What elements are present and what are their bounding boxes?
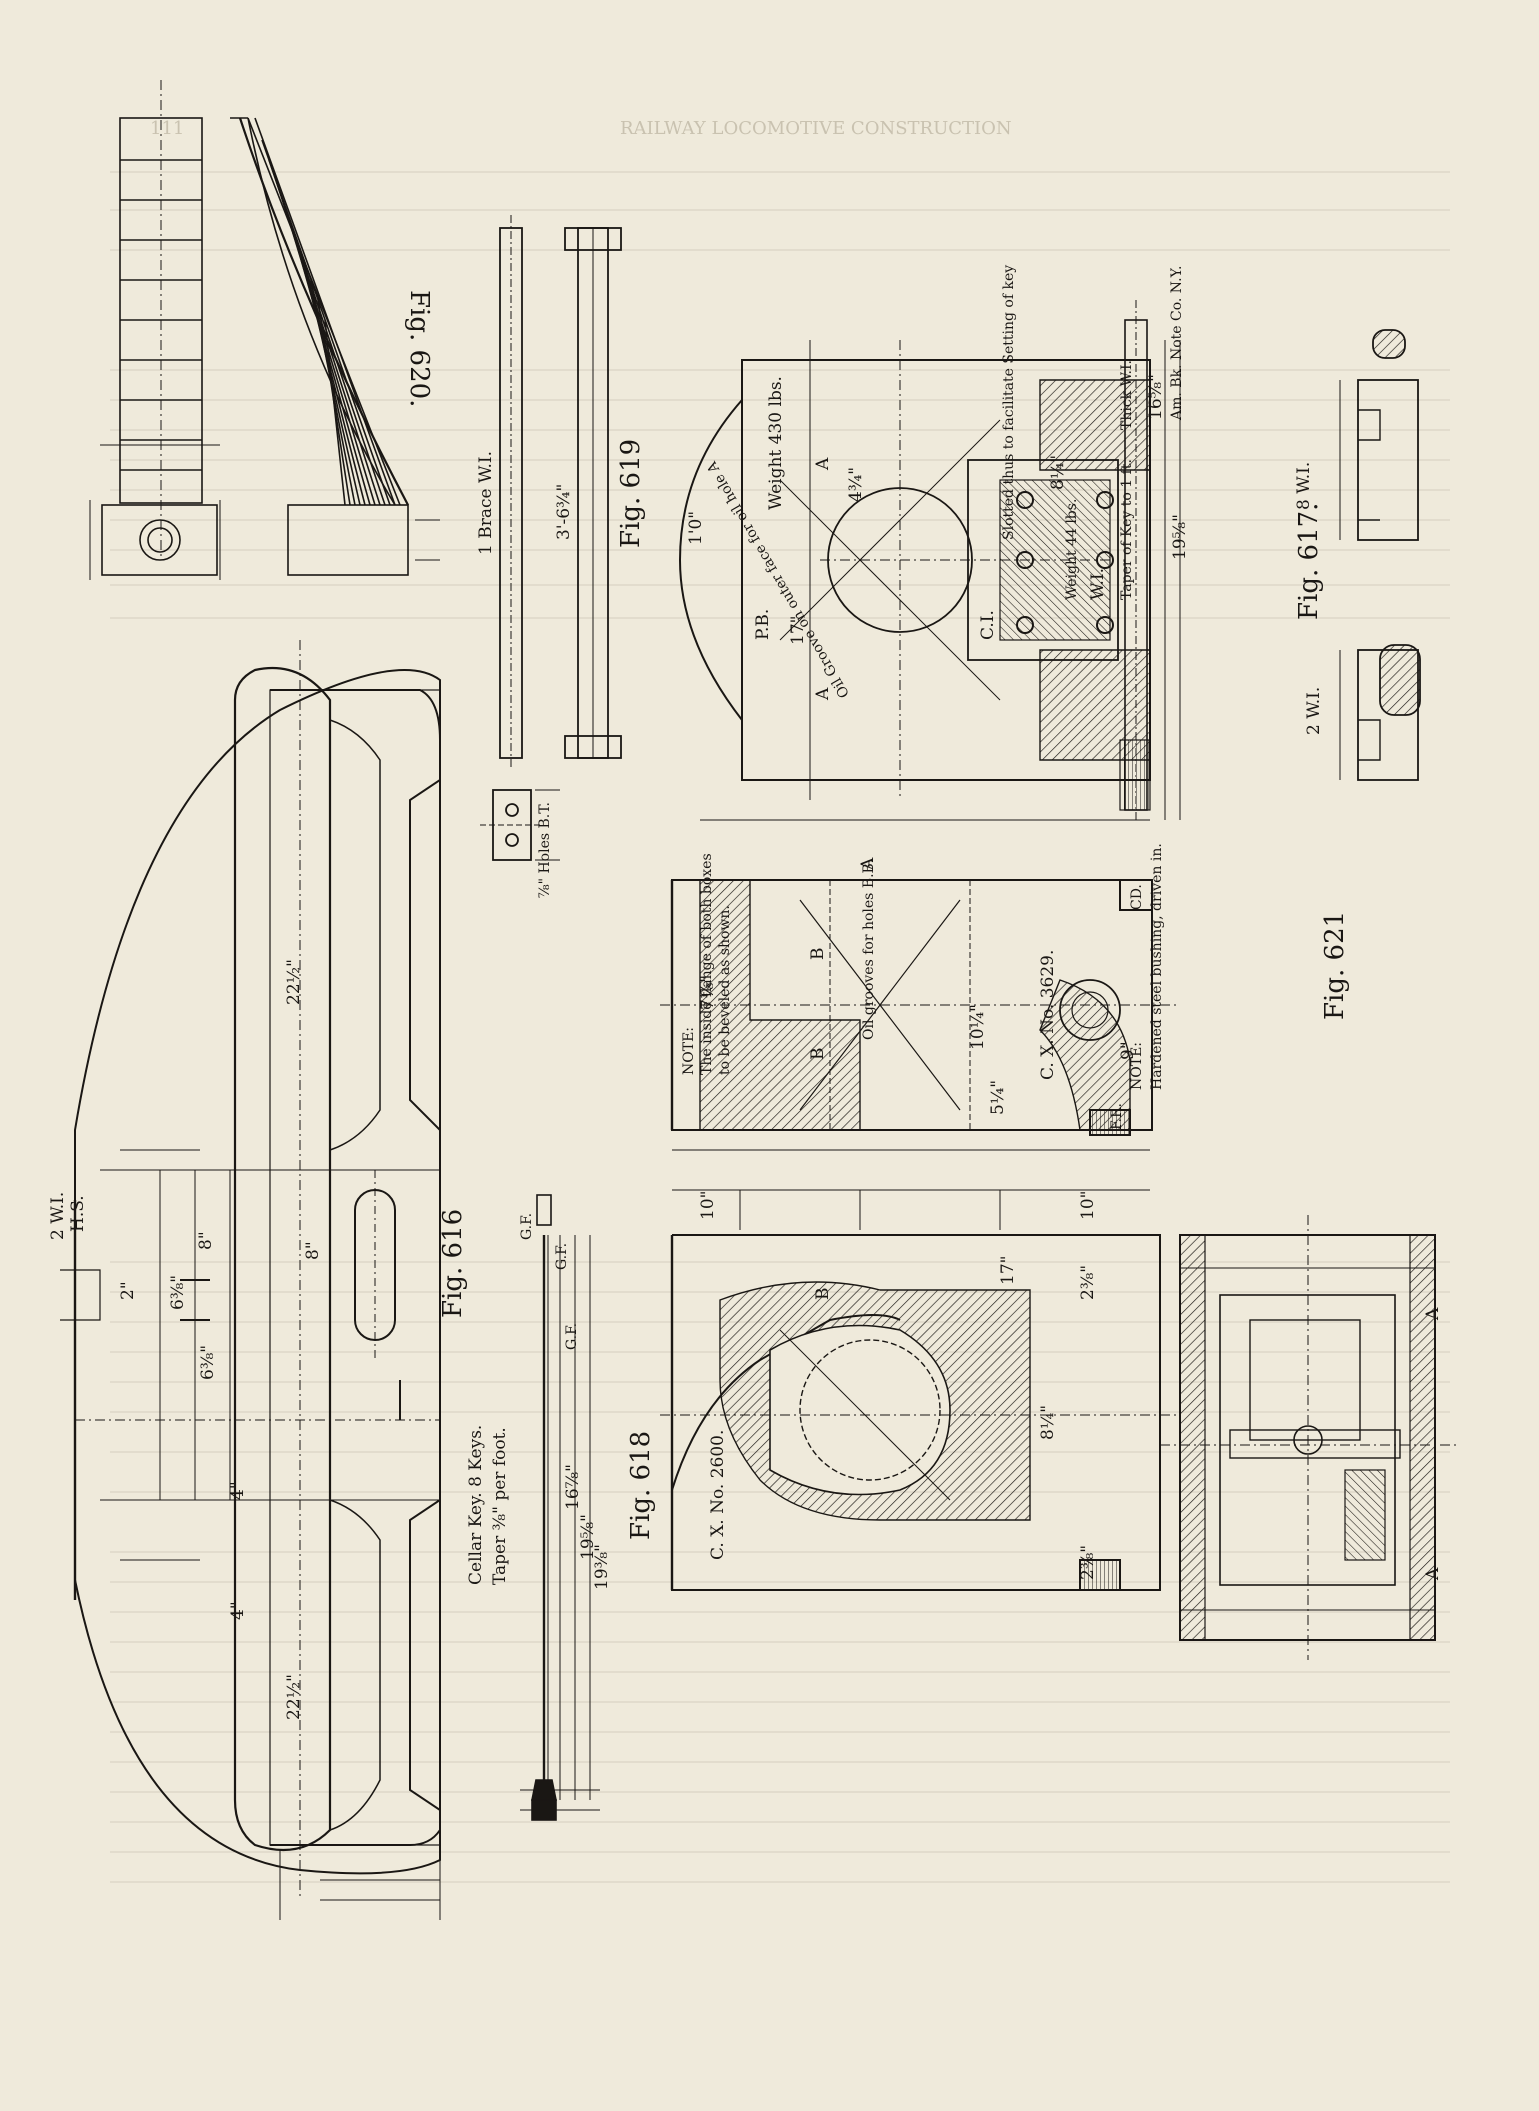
fig619-wi: W.I. bbox=[1088, 567, 1108, 600]
fig619-dim-5: 8¼" bbox=[1048, 454, 1068, 490]
brace-wi bbox=[480, 215, 622, 861]
fig616-dim-3: 8" bbox=[196, 1231, 216, 1250]
fig621-dim-4: 9" bbox=[1118, 1041, 1138, 1060]
fig618-gf-3: G.F. bbox=[564, 1322, 580, 1350]
fig621-section-a-plan-2: A bbox=[1423, 1567, 1443, 1580]
fig621-section-b-2: B bbox=[808, 1047, 828, 1061]
fig619-weight: Weight 430 lbs. bbox=[766, 376, 786, 510]
fig621-note1-title: NOTE: bbox=[681, 1026, 697, 1075]
fig619-dim-6: 4¾" bbox=[846, 466, 866, 502]
fig621-plan bbox=[1160, 1215, 1460, 1660]
fig618-dim-1: 16⅞" bbox=[563, 1464, 583, 1510]
fig618-gf-1: G.F. bbox=[519, 1212, 535, 1240]
fig617-label: Fig. 617. bbox=[1294, 502, 1324, 620]
fig621-section-b-1: B bbox=[808, 947, 828, 961]
fig616-dim-2: 22½" bbox=[284, 1674, 304, 1720]
fig618-caption-1: Cellar Key. 8 Keys. bbox=[466, 1424, 486, 1585]
fig619-taper: Taper of Key to 1 ft. bbox=[1119, 459, 1135, 600]
brace-label: 1 Brace W.I. bbox=[476, 451, 496, 555]
fig616-dim-9: 2" bbox=[118, 1281, 138, 1300]
show-through-header: RAILWAY LOCOMOTIVE CONSTRUCTION bbox=[620, 118, 1012, 139]
fig616-dim-1: 22½" bbox=[284, 959, 304, 1005]
fig621-oil-grooves: Oil grooves for holes B.B. bbox=[861, 858, 877, 1040]
fig619-maker: Am. Bk. Note Co. N.Y. bbox=[1169, 265, 1185, 421]
fig619-box bbox=[678, 300, 1181, 821]
holes-label: ⅞" Holes B.T. bbox=[537, 802, 553, 898]
fig621-section-a-plan-1: A bbox=[1423, 1307, 1443, 1320]
fig619-pb: P.B. bbox=[753, 608, 773, 640]
fig618-caption-2: Taper ⅜" per foot. bbox=[490, 1427, 510, 1585]
fig621-cd: CD. bbox=[1129, 884, 1145, 910]
fig618-gf-2: G.F. bbox=[554, 1242, 570, 1270]
fig618-cellar-key bbox=[520, 1194, 600, 1821]
fig621-dim-9: 7⅛" bbox=[698, 974, 718, 1010]
fig621-dim-7: 8¼" bbox=[1038, 1404, 1058, 1440]
fig616-lever bbox=[60, 640, 441, 1920]
fig617-top-note: 8 W.I. bbox=[1294, 461, 1314, 510]
fig621-cx3629: C. X. No. 3629. bbox=[1038, 949, 1058, 1080]
fig621-dim-6: 5¼" bbox=[988, 1079, 1008, 1115]
fig621-section-b-3: B bbox=[813, 1287, 833, 1301]
fig618-dim-3: 19⅜" bbox=[592, 1544, 612, 1590]
fig617-bottom-note: 2 W.I. bbox=[1304, 686, 1324, 735]
fig619-dim-4: 16⅝" bbox=[1146, 374, 1166, 420]
fig619-dim-1: 1'0" bbox=[686, 510, 706, 545]
fig621-fr: F.R. bbox=[1109, 1103, 1125, 1130]
fig619-thick: Thick W.I. bbox=[1119, 360, 1135, 430]
fig620-label: Fig. 620. bbox=[404, 290, 434, 408]
fig617-keys bbox=[1339, 329, 1421, 781]
fig621-dim-8: 2⅜" bbox=[1078, 1264, 1098, 1300]
fig621-cx2600: C. X. No. 2600. bbox=[708, 1429, 728, 1560]
fig621-lower bbox=[660, 1234, 1180, 1591]
fig619-section-a-bottom: A bbox=[813, 687, 833, 700]
fig619-label: Fig. 619 bbox=[616, 438, 646, 548]
fig616-top-note: 2 W.I. bbox=[48, 1191, 68, 1240]
fig621-label: Fig. 621 bbox=[1320, 910, 1350, 1020]
fig619-section-a-top: A bbox=[813, 457, 833, 470]
fig619-slotted-note: Slotted thus to facilitate Setting of ke… bbox=[1001, 264, 1017, 540]
fig616-dim-5: 6⅜" bbox=[168, 1274, 188, 1310]
brace-dim: 3'-6¾" bbox=[554, 483, 574, 540]
fig616-dim-8: 4" bbox=[228, 1601, 248, 1620]
fig616-hs: H.S. bbox=[68, 1195, 88, 1232]
fig616-label: Fig. 616 bbox=[438, 1208, 468, 1318]
fig618-label: Fig. 618 bbox=[626, 1430, 656, 1540]
fig621-dim-10: 2⅜" bbox=[1078, 1544, 1098, 1580]
show-through-page-number: 111 bbox=[150, 118, 185, 139]
fig621-note1-line2: The inside flange of both boxes bbox=[699, 853, 715, 1075]
fig621-dim-2: 10" bbox=[698, 1190, 718, 1220]
fig621-note2-line2: Hardened steel bushing, driven in. bbox=[1149, 843, 1165, 1090]
fig621-dim-1: 17" bbox=[998, 1255, 1018, 1285]
fig616-dim-6: 6⅜" bbox=[198, 1344, 218, 1380]
fig621-dim-5: 10¼" bbox=[968, 1004, 988, 1050]
fig619-dim-2: 17" bbox=[788, 615, 808, 645]
fig621-note1-line3: to be beveled as shown. bbox=[717, 905, 733, 1075]
fig621-dim-3: 10" bbox=[1078, 1190, 1098, 1220]
fig616-dim-7: 4" bbox=[228, 1481, 248, 1500]
fig621-section-a: A bbox=[858, 857, 878, 870]
fig616-dim-4: 8" bbox=[303, 1241, 323, 1260]
fig621-upper bbox=[660, 879, 1180, 1230]
fig619-ci: C.I. bbox=[978, 610, 998, 640]
fig620-spring bbox=[89, 80, 440, 580]
fig619-weight-small: Weight 44 lbs. bbox=[1064, 498, 1080, 600]
fig619-dim-3: 19⅝" bbox=[1170, 514, 1190, 560]
